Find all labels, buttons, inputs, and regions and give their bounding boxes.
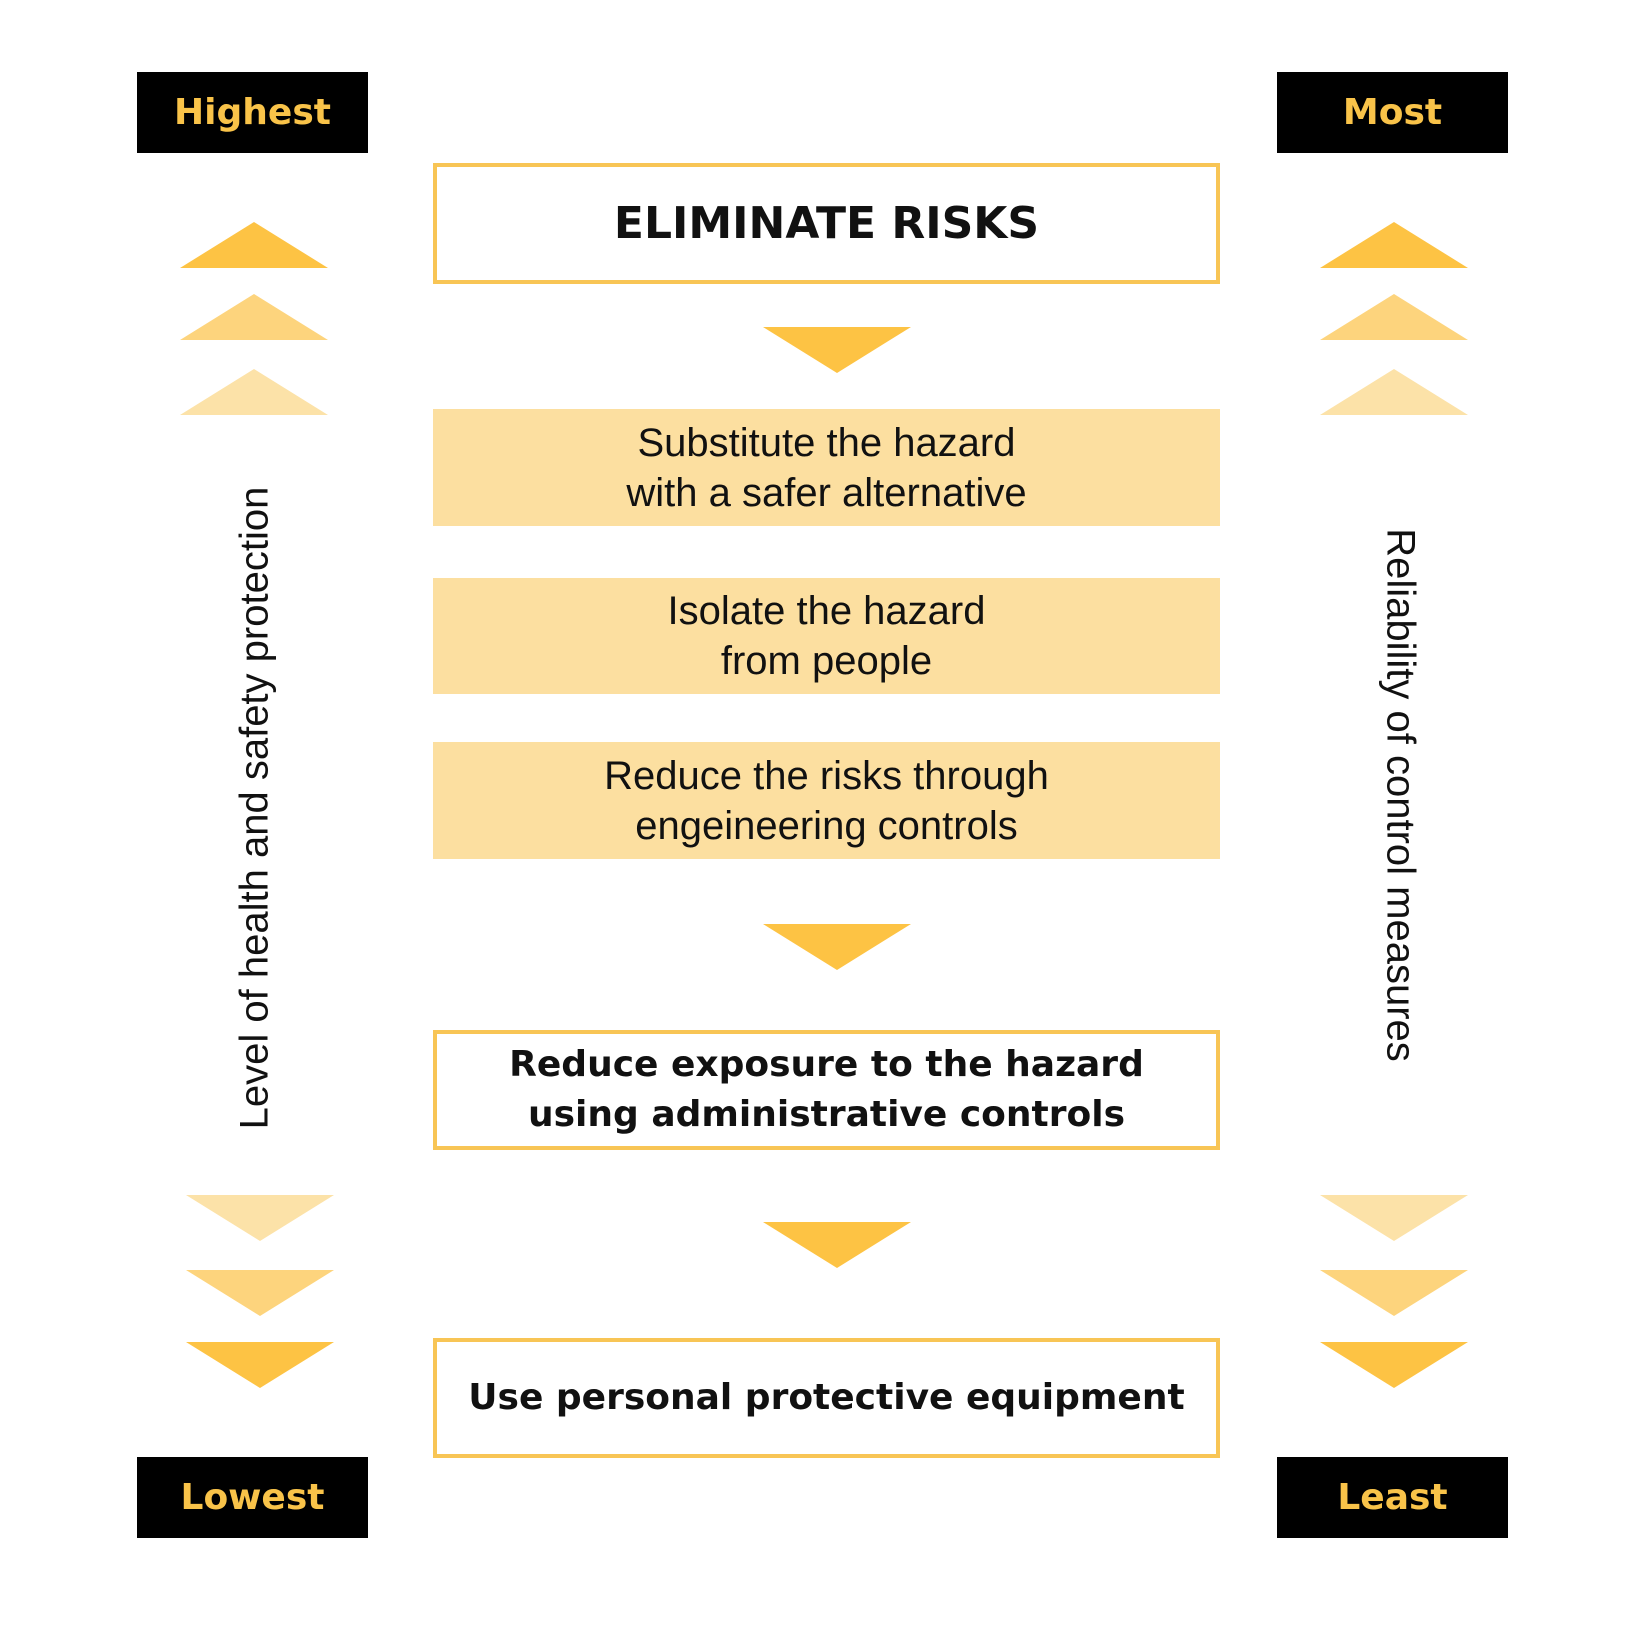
highest-label: Highest [137,72,368,153]
right-down-arrow-icon-3 [1320,1342,1468,1388]
step-engineering-text: Reduce the risks through engeineering co… [604,753,1049,848]
flow-arrow-icon-1 [763,327,911,373]
left-up-arrow-icon-2 [180,294,328,340]
step-eliminate-text: ELIMINATE RISKS [613,197,1040,249]
right-up-arrow-icon-1 [1320,222,1468,268]
left-axis-title: Level of health and safety protection [232,486,277,1130]
left-down-arrow-icon-2 [186,1270,334,1316]
flow-arrow-icon-2 [763,924,911,970]
step-ppe: Use personal protective equipment [433,1338,1220,1458]
right-axis-title: Reliability of control measures [1378,528,1423,1062]
left-up-arrow-icon-1 [180,222,328,268]
step-isolate-text: Isolate the hazard from people [667,589,986,683]
least-label-text: Least [1337,1477,1448,1518]
flow-arrow-icon-3 [763,1222,911,1268]
step-isolate: Isolate the hazard from people [433,578,1220,694]
left-down-arrow-icon-1 [186,1195,334,1241]
right-up-arrow-icon-3 [1320,369,1468,415]
highest-label-text: Highest [174,92,331,133]
most-label: Most [1277,72,1508,153]
step-administrative: Reduce exposure to the hazard using admi… [433,1030,1220,1150]
step-eliminate: ELIMINATE RISKS [433,163,1220,284]
lowest-label-text: Lowest [180,1477,325,1518]
most-label-text: Most [1342,92,1443,133]
right-up-arrow-icon-2 [1320,294,1468,340]
step-administrative-text: Reduce exposure to the hazard using admi… [509,1044,1144,1135]
left-down-arrow-icon-3 [186,1342,334,1388]
step-substitute-text: Substitute the hazard with a safer alter… [626,420,1027,515]
step-engineering: Reduce the risks through engeineering co… [433,742,1220,859]
least-label: Least [1277,1457,1508,1538]
step-ppe-text: Use personal protective equipment [468,1377,1185,1418]
lowest-label: Lowest [137,1457,368,1538]
right-down-arrow-icon-2 [1320,1270,1468,1316]
step-substitute: Substitute the hazard with a safer alter… [433,409,1220,526]
right-down-arrow-icon-1 [1320,1195,1468,1241]
left-up-arrow-icon-3 [180,369,328,415]
